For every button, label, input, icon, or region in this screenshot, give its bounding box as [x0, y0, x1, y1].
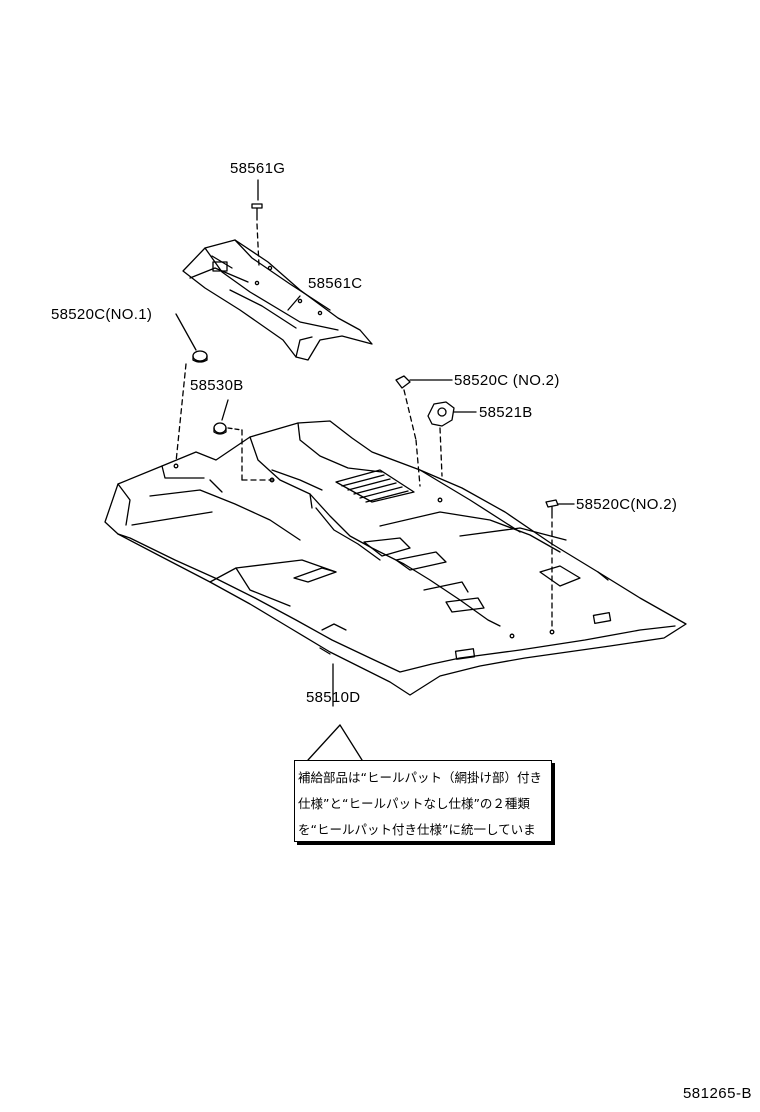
- supply-note: 補給部品は“ヒールパット（網掛け部）付き 仕様”と“ヒールパットなし仕様”の２種…: [294, 760, 552, 842]
- label-58561g: 58561G: [230, 160, 286, 177]
- plug-58520c-no1: [175, 313, 208, 463]
- label-58520c-no2-top: 58520C (NO.2): [454, 372, 560, 389]
- note-line-3: を“ヒールパット付き仕様”に統一していま: [298, 822, 536, 837]
- clip-58561g: [251, 179, 263, 267]
- leader-lines: [287, 295, 363, 761]
- label-58510d: 58510D: [306, 689, 361, 706]
- clip-58521b: [427, 401, 477, 477]
- note-line-2: 仕様”と“ヒールパットなし仕様”の２種類: [298, 796, 530, 811]
- label-58520c-no1: 58520C(NO.1): [51, 306, 153, 323]
- note-line-1: 補給部品は“ヒールパット（網掛け部）付き: [298, 770, 542, 785]
- label-58521b: 58521B: [479, 404, 533, 421]
- diagram-id: 581265-B: [682, 1085, 752, 1102]
- heel-pad-part-58561c: [182, 239, 373, 361]
- label-58520c-no2-right: 58520C(NO.2): [576, 496, 678, 513]
- clip-58520c-no2-right: [545, 499, 575, 629]
- floor-carpet-58510d: [104, 420, 687, 696]
- label-58530b: 58530B: [190, 377, 244, 394]
- clip-58520c-no2-top: [395, 375, 453, 487]
- plug-58530b: [213, 399, 277, 481]
- label-58561c: 58561C: [308, 275, 363, 292]
